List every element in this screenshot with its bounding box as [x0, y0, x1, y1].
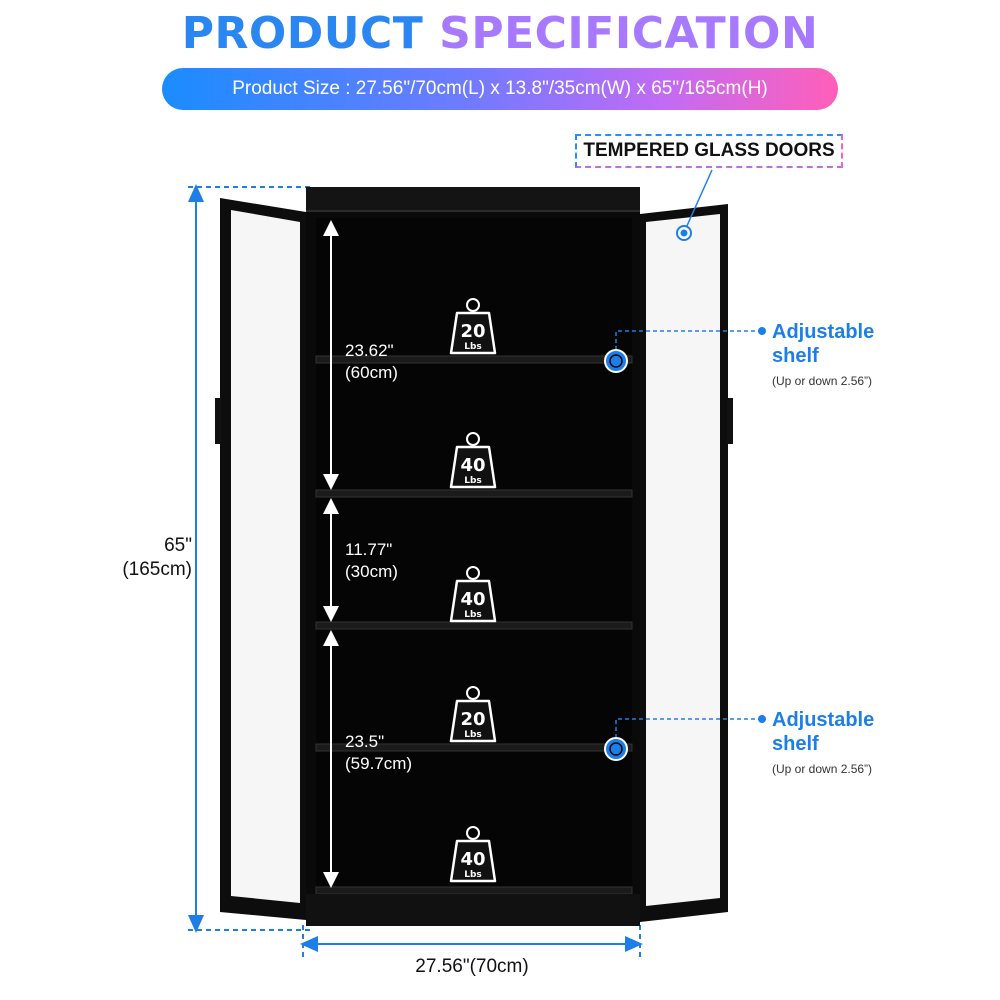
- weight-icon: 40 Lbs: [449, 432, 497, 489]
- section-top-cm: (60cm): [345, 363, 398, 382]
- adjustable-top-title-2: shelf: [772, 345, 819, 367]
- section-mid-cm: (30cm): [345, 562, 398, 581]
- weight-icon: 40 Lbs: [449, 826, 497, 883]
- weight-value: 40: [460, 455, 485, 476]
- shelf-1: [315, 355, 633, 364]
- section-top-dimension: 23.62" (60cm): [345, 340, 398, 384]
- section-bottom-dimension: 23.5" (59.7cm): [345, 731, 412, 775]
- left-glass-door: [215, 198, 315, 920]
- adjustable-bottom-title-2: shelf: [772, 733, 819, 755]
- weight-icon: 20 Lbs: [449, 298, 497, 355]
- shelf-2: [315, 489, 633, 498]
- height-dimension-line: [188, 184, 310, 933]
- product-size-banner: Product Size : 27.56"/70cm(L) x 13.8"/35…: [162, 68, 838, 110]
- weight-unit: Lbs: [464, 610, 482, 620]
- weight-value: 40: [460, 589, 485, 610]
- shelf-3: [315, 621, 633, 630]
- weight-icon: 40 Lbs: [449, 566, 497, 623]
- adjustable-shelf-bottom-callout: Adjustable shelf (Up or down 2.56”): [772, 708, 874, 776]
- weight-icon: 20 Lbs: [449, 686, 497, 743]
- section-mid-dimension: 11.77" (30cm): [345, 539, 398, 583]
- tempered-glass-doors-label: TEMPERED GLASS DOORS: [575, 134, 843, 168]
- width-dimension-text: 27.56"(70cm): [415, 956, 529, 977]
- section-bottom-in: 23.5": [345, 732, 385, 751]
- adjustable-top-note: (Up or down 2.56”): [772, 374, 873, 388]
- glass-doors-leader: [676, 169, 713, 241]
- title-part-2: SPECIFICATION: [439, 8, 819, 59]
- height-inches: 65": [164, 535, 192, 556]
- section-bottom-cm: (59.7cm): [345, 754, 413, 773]
- weight-value: 20: [460, 321, 485, 342]
- height-cm: (165cm): [122, 559, 192, 580]
- page-title: PRODUCT SPECIFICATION: [0, 8, 1000, 59]
- adjustable-bottom-title-1: Adjustable: [772, 709, 875, 731]
- width-dimension-line: [300, 925, 643, 960]
- height-dimension-text: 65" (165cm): [100, 534, 192, 582]
- weight-value: 20: [460, 709, 485, 730]
- adjustable-shelf-top-callout: Adjustable shelf (Up or down 2.56”): [772, 320, 874, 388]
- section-mid-in: 11.77": [345, 540, 393, 559]
- shelf-4: [315, 743, 633, 752]
- adjustable-shelf-top-pointer: [604, 327, 766, 373]
- weight-unit: Lbs: [464, 476, 482, 486]
- right-glass-door: [630, 204, 733, 922]
- adjustable-bottom-note: (Up or down 2.56”): [772, 762, 873, 776]
- adjustable-top-title-1: Adjustable: [772, 321, 875, 343]
- section-top-in: 23.62": [345, 341, 394, 360]
- shelf-bottom: [315, 886, 633, 895]
- weight-unit: Lbs: [464, 730, 482, 740]
- adjustable-shelf-bottom-pointer: [604, 715, 766, 761]
- weight-value: 40: [460, 849, 485, 870]
- title-part-1: PRODUCT: [181, 8, 440, 59]
- weight-unit: Lbs: [464, 342, 482, 352]
- weight-unit: Lbs: [464, 870, 482, 880]
